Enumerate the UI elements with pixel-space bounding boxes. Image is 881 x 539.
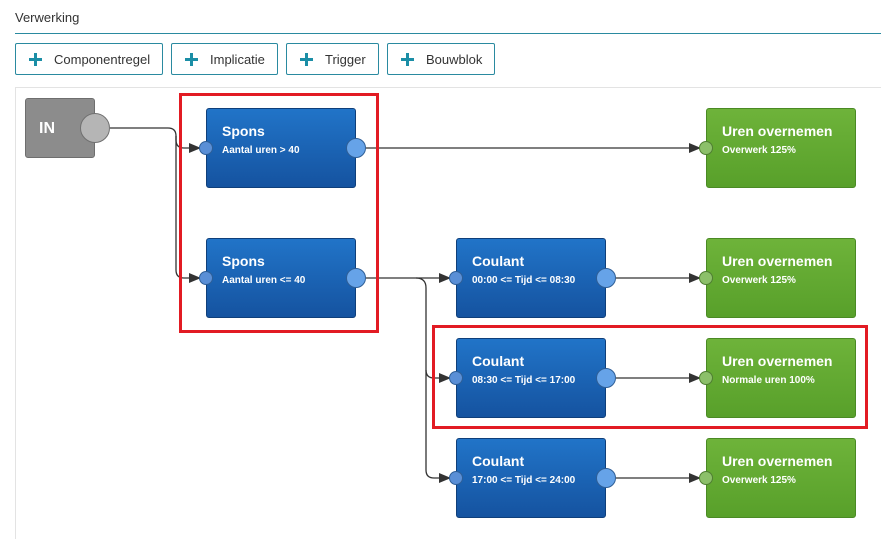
add-componentregel-button[interactable]: Componentregel <box>15 43 163 75</box>
spons1-input-port[interactable] <box>199 141 213 155</box>
spons2-output-port[interactable] <box>346 268 366 288</box>
node-condition: Aantal uren > 40 <box>222 145 300 156</box>
coulant2-output-port[interactable] <box>596 368 616 388</box>
section-title: Verwerking <box>15 10 80 25</box>
uren3-input-port[interactable] <box>699 371 713 385</box>
add-implicatie-button[interactable]: Implicatie <box>171 43 278 75</box>
section-divider <box>15 33 881 34</box>
connection-spons2-coulant2 <box>415 277 451 383</box>
node-condition: 00:00 <= Tijd <= 08:30 <box>472 275 576 286</box>
coulant1-output-port[interactable] <box>596 268 616 288</box>
node-detail: Overwerk 125% <box>722 275 796 286</box>
uren-overnemen-node-1[interactable]: Uren overnemen Overwerk 125% <box>706 108 856 188</box>
in-output-port[interactable] <box>80 113 110 143</box>
spons-node-2[interactable]: Spons Aantal uren <= 40 <box>206 238 356 318</box>
node-condition: Aantal uren <= 40 <box>222 275 306 286</box>
connection-in-spons1 <box>110 127 201 153</box>
node-title: Uren overnemen <box>722 123 833 139</box>
uren2-input-port[interactable] <box>699 271 713 285</box>
node-title: Coulant <box>472 353 525 369</box>
node-title: IN <box>39 120 55 137</box>
plus-icon <box>185 52 198 66</box>
uren4-input-port[interactable] <box>699 471 713 485</box>
coulant-node-1[interactable]: Coulant 00:00 <= Tijd <= 08:30 <box>456 238 606 318</box>
coulant3-input-port[interactable] <box>449 471 463 485</box>
flow-canvas[interactable] <box>15 87 881 539</box>
node-detail: Overwerk 125% <box>722 475 796 486</box>
plus-icon <box>300 52 313 66</box>
uren-overnemen-node-2[interactable]: Uren overnemen Overwerk 125% <box>706 238 856 318</box>
plus-icon <box>401 52 414 66</box>
node-title: Uren overnemen <box>722 453 833 469</box>
coulant1-input-port[interactable] <box>449 271 463 285</box>
coulant3-output-port[interactable] <box>596 468 616 488</box>
coulant2-input-port[interactable] <box>449 371 463 385</box>
plus-icon <box>29 52 42 66</box>
add-bouwblok-button[interactable]: Bouwblok <box>387 43 495 75</box>
node-title: Spons <box>222 123 265 139</box>
coulant-node-2[interactable]: Coulant 08:30 <= Tijd <= 17:00 <box>456 338 606 418</box>
spons2-input-port[interactable] <box>199 271 213 285</box>
node-title: Spons <box>222 253 265 269</box>
node-title: Uren overnemen <box>722 353 833 369</box>
connection-in-spons2 <box>175 136 201 283</box>
uren-overnemen-node-3[interactable]: Uren overnemen Normale uren 100% <box>706 338 856 418</box>
node-title: Coulant <box>472 253 525 269</box>
connection-spons2-coulant3 <box>425 370 451 483</box>
button-label: Bouwblok <box>426 51 483 67</box>
coulant-node-3[interactable]: Coulant 17:00 <= Tijd <= 24:00 <box>456 438 606 518</box>
uren1-input-port[interactable] <box>699 141 713 155</box>
spons1-output-port[interactable] <box>346 138 366 158</box>
node-title: Uren overnemen <box>722 253 833 269</box>
node-condition: 17:00 <= Tijd <= 24:00 <box>472 475 576 486</box>
node-condition: 08:30 <= Tijd <= 17:00 <box>472 375 576 386</box>
node-detail: Overwerk 125% <box>722 145 796 156</box>
node-title: Coulant <box>472 453 525 469</box>
button-label: Componentregel <box>54 51 151 67</box>
uren-overnemen-node-4[interactable]: Uren overnemen Overwerk 125% <box>706 438 856 518</box>
button-label: Implicatie <box>210 51 265 67</box>
node-detail: Normale uren 100% <box>722 375 815 386</box>
button-label: Trigger <box>325 51 366 67</box>
spons-node-1[interactable]: Spons Aantal uren > 40 <box>206 108 356 188</box>
add-trigger-button[interactable]: Trigger <box>286 43 379 75</box>
